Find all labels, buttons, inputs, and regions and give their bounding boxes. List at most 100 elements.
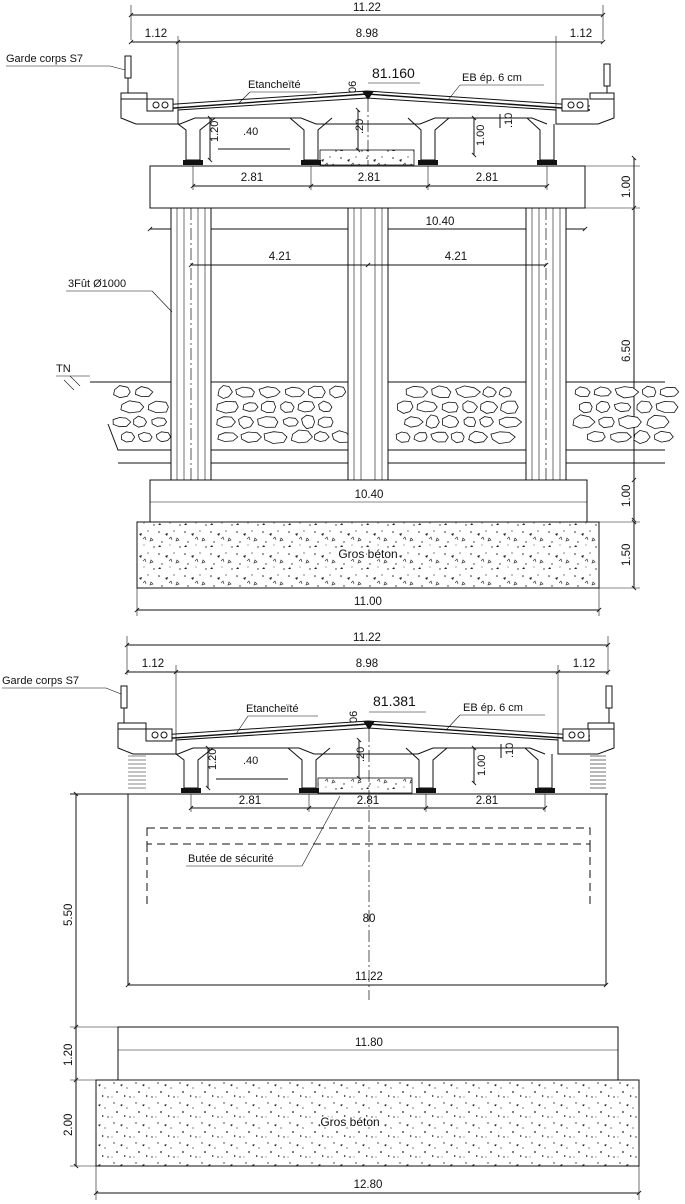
- slab-edge-dim-2: .10: [504, 743, 516, 758]
- stone: [395, 431, 411, 443]
- spacing-3-2: 2.81: [476, 795, 498, 807]
- dim-sub-widths-2: 1.12 8.98 1.12: [124, 658, 611, 740]
- stone: [397, 400, 414, 414]
- spacing-1-2: 2.81: [239, 795, 261, 807]
- columns: [170, 207, 567, 481]
- mass-concrete-2: [95, 1079, 640, 1167]
- stone: [235, 386, 255, 398]
- stone: [586, 431, 606, 443]
- footing-2: [117, 1026, 619, 1081]
- stone: [479, 416, 494, 428]
- stone: [280, 401, 295, 413]
- ground-label: TN: [56, 363, 71, 375]
- stone: [307, 385, 326, 399]
- web-dim: .40: [243, 126, 258, 138]
- stone: [120, 400, 145, 414]
- side-right-label-2: 1.12: [573, 658, 595, 670]
- mass-concrete-width-dim: 11.00: [354, 596, 382, 608]
- pile-elevation: 11.22 1.12 8.98 1.12 Garde corps S7: [6, 2, 680, 616]
- stone: [133, 415, 147, 428]
- deck-width-label: 8.98: [356, 28, 378, 40]
- stones: [112, 385, 680, 445]
- columns-label: 3Fût Ø1000: [68, 278, 126, 290]
- stone: [659, 386, 680, 398]
- footing: [149, 479, 588, 523]
- stone: [593, 386, 612, 397]
- stone: [240, 431, 262, 443]
- waterproofing-label: Etancheïté: [248, 79, 301, 91]
- deck-width-label-2: 8.98: [356, 658, 378, 670]
- stone: [462, 400, 479, 414]
- ground-layer: [90, 381, 680, 464]
- stone: [636, 400, 653, 414]
- wall-width-dim: 11.22: [355, 971, 383, 983]
- stone: [121, 431, 136, 443]
- stone: [490, 431, 516, 445]
- stone: [572, 414, 596, 429]
- stone: [450, 431, 465, 444]
- stone: [405, 385, 429, 398]
- pavement-label: EB ép. 6 cm: [462, 72, 522, 84]
- mass-concrete-label-2: Gros béton: [320, 1115, 379, 1129]
- stone: [147, 400, 169, 414]
- stone: [282, 417, 299, 427]
- stone: [416, 400, 438, 413]
- mass-concrete-label: Gros béton: [338, 547, 397, 561]
- dim-total-width-2: 11.22: [124, 632, 611, 675]
- slab-edge-dim: .10: [503, 113, 515, 128]
- stone: [314, 431, 330, 442]
- column-spacing-1: 4.21: [269, 251, 291, 263]
- wall-height-dim: 5.50: [63, 904, 75, 926]
- stone: [238, 415, 254, 429]
- stone: [317, 416, 334, 428]
- spacing-2: 2.81: [358, 172, 380, 184]
- stone: [654, 430, 674, 443]
- stone: [463, 416, 477, 427]
- stone: [498, 386, 512, 398]
- stone: [284, 386, 306, 398]
- footing-width-dim-2: 11.80: [355, 1037, 383, 1049]
- web-dim-2: .40: [243, 755, 258, 767]
- mass-concrete-height-dim: 1.50: [621, 544, 633, 566]
- wall-thickness: 80: [363, 913, 376, 925]
- stone: [430, 431, 449, 443]
- stone: [413, 432, 428, 442]
- side-left-label-2: 1.12: [142, 658, 164, 670]
- stone: [595, 400, 611, 414]
- stone: [151, 417, 168, 427]
- stone: [578, 401, 593, 414]
- stone: [301, 414, 316, 430]
- stone: [498, 416, 523, 428]
- mass-concrete-width-dim-2: 12.80: [354, 1179, 383, 1191]
- stone: [482, 386, 497, 398]
- cap-width-dim: 10.40: [426, 216, 455, 228]
- stone: [297, 400, 316, 413]
- footing-height-dim: 1.00: [621, 485, 633, 507]
- deck-section: [120, 90, 615, 166]
- stone: [500, 400, 519, 414]
- stone: [614, 386, 640, 399]
- side-right-label: 1.12: [570, 28, 592, 40]
- beam-height-dim: 1.20: [209, 121, 221, 142]
- stopper-label: Butée de sécurité: [188, 853, 274, 865]
- stone: [610, 432, 633, 443]
- stone: [468, 430, 489, 444]
- mass-concrete-height-dim-2: 2.00: [63, 1114, 75, 1136]
- stone: [598, 416, 615, 429]
- stone: [480, 400, 499, 414]
- spacing-1: 2.81: [241, 172, 263, 184]
- crown-elevation: 81.160: [372, 65, 415, 81]
- stone: [329, 385, 347, 399]
- stone: [242, 402, 259, 412]
- waterproofing-label-2: Etancheïté: [246, 703, 299, 715]
- slope-dim: .06: [347, 81, 359, 96]
- stone: [431, 385, 452, 399]
- parapet-left: [120, 55, 148, 100]
- pavement-label-2: EB ép. 6 cm: [463, 702, 523, 714]
- parapet-label-2: Garde corps S7: [2, 675, 79, 687]
- stone: [618, 415, 642, 430]
- stone: [613, 402, 632, 413]
- slab-dim-2: .20: [355, 747, 367, 762]
- stone: [263, 431, 288, 444]
